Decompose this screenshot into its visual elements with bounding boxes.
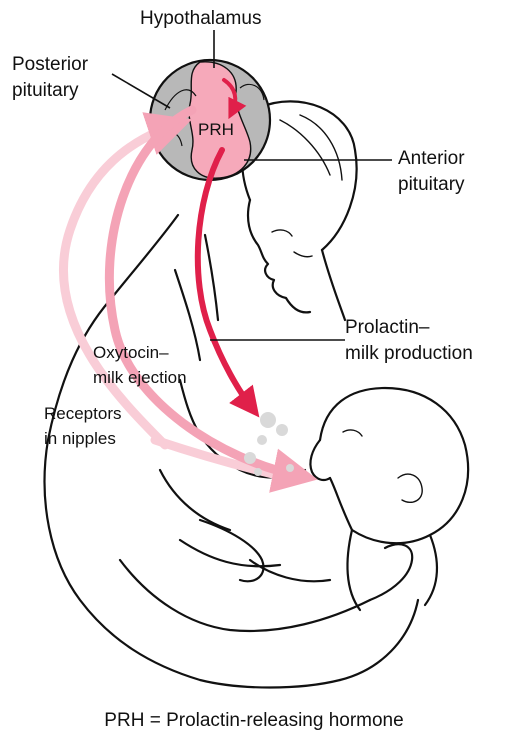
label-receptors-2: in nipples bbox=[44, 429, 116, 448]
label-anterior-1: Anterior bbox=[398, 148, 465, 169]
baby-figure bbox=[250, 388, 468, 610]
label-oxytocin-2: milk ejection bbox=[93, 368, 187, 387]
label-prolactin-1: Prolactin– bbox=[345, 317, 430, 338]
label-prh: PRH bbox=[198, 120, 234, 139]
label-posterior-2: pituitary bbox=[12, 80, 79, 101]
mother-figure bbox=[45, 101, 418, 687]
label-oxytocin-1: Oxytocin– bbox=[93, 343, 169, 362]
label-receptors-1: Receptors bbox=[44, 404, 121, 423]
label-anterior-2: pituitary bbox=[398, 174, 465, 195]
label-posterior-1: Posterior bbox=[12, 54, 89, 75]
label-hypothalamus: Hypothalamus bbox=[140, 8, 261, 29]
caption: PRH = Prolactin-releasing hormone bbox=[104, 710, 403, 731]
prolactin-arrow bbox=[198, 150, 252, 408]
label-prolactin-2: milk production bbox=[345, 343, 473, 364]
